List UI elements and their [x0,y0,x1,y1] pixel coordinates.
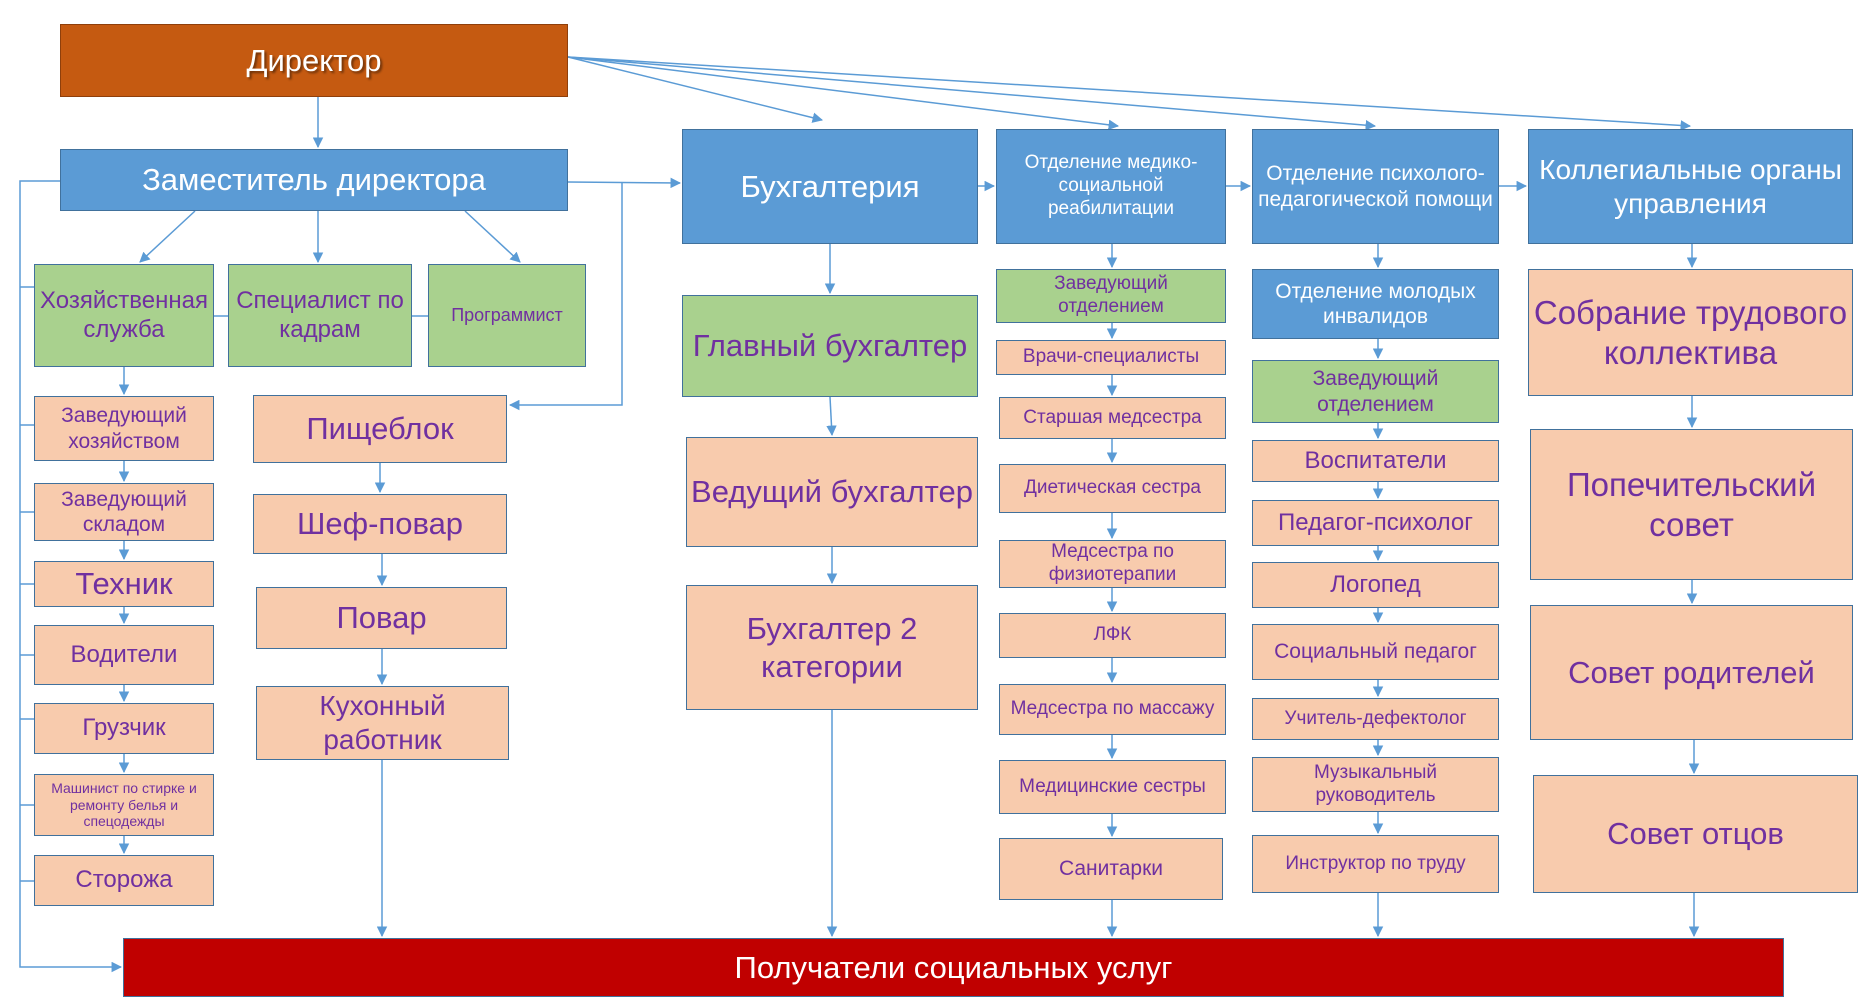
social-pedagogue-box: Социальный педагог [1252,624,1499,680]
lead-accountant-box: Ведущий бухгалтер [686,437,978,547]
guards-box: Сторожа [34,855,214,906]
household-manager-box: Заведующий хозяйством [34,396,214,461]
service-recipients-box: Получатели социальных услуг [123,938,1784,997]
catering-unit-box: Пищеблок [253,395,507,463]
medical-nurses-box: Медицинские сестры [999,760,1226,814]
laundry-machinist-box: Машинист по стирке и ремонту белья и спе… [34,774,214,836]
psych-ped-dept-box: Отделение психолого-педагогической помощ… [1252,129,1499,244]
hr-specialist-box: Специалист по кадрам [228,264,412,367]
medical-rehab-dept-box: Отделение медико-социальной реабилитации [996,129,1226,244]
chief-accountant-box: Главный бухгалтер [682,295,978,397]
dietary-nurse-box: Диетическая сестра [999,464,1226,513]
psychologist-box: Педагог-психолог [1252,500,1499,546]
medical-doctors-box: Врачи-специалисты [996,340,1226,375]
kitchen-worker-box: Кухонный работник [256,686,509,760]
accountant-2nd-category-box: Бухгалтер 2 категории [686,585,978,710]
speech-therapist-box: Логопед [1252,562,1499,608]
orderlies-box: Санитарки [999,838,1223,900]
drivers-box: Водители [34,625,214,685]
fathers-council-box: Совет отцов [1533,775,1858,893]
collegial-bodies-box: Коллегиальные органы управления [1528,129,1853,244]
music-director-box: Музыкальный руководитель [1252,757,1499,812]
household-service-box: Хозяйственная служба [34,264,214,367]
connector-arrow [567,56,824,123]
connector-arrow [567,56,1120,131]
psych-head-box: Заведующий отделением [1252,360,1499,423]
educators-box: Воспитатели [1252,440,1499,482]
technician-box: Техник [34,561,214,607]
accounting-box: Бухгалтерия [682,129,978,244]
connector-arrow [567,56,1377,131]
cook-box: Повар [256,587,507,649]
massage-nurse-box: Медсестра по массажу [999,684,1226,735]
connector-arrow [464,210,521,263]
connector-arrow [567,177,682,189]
director-box: Директор [60,24,568,97]
connector-arrow [826,396,837,437]
labor-collective-meeting-box: Собрание трудового коллектива [1528,269,1853,396]
medical-head-box: Заведующий отделением [996,269,1226,323]
parents-council-box: Совет родителей [1530,605,1853,740]
connector-arrow [508,182,623,411]
defectologist-box: Учитель-дефектолог [1252,698,1499,740]
head-nurse-box: Старшая медсестра [999,397,1226,439]
physio-therapy-box: ЛФК [999,613,1226,658]
connector-arrow [19,180,123,973]
chef-box: Шеф-повар [253,494,507,554]
connector-arrow [139,210,196,263]
warehouse-manager-box: Заведующий складом [34,483,214,541]
loader-box: Грузчик [34,703,214,754]
young-disabled-dept-box: Отделение молодых инвалидов [1252,269,1499,339]
connector-arrow [567,56,1692,131]
programmer-box: Программист [428,264,586,367]
physio-nurse-box: Медсестра по физиотерапии [999,540,1226,588]
labor-instructor-box: Инструктор по труду [1252,835,1499,893]
board-of-trustees-box: Попечительский совет [1530,429,1853,580]
deputy-director-box: Заместитель директора [60,149,568,211]
